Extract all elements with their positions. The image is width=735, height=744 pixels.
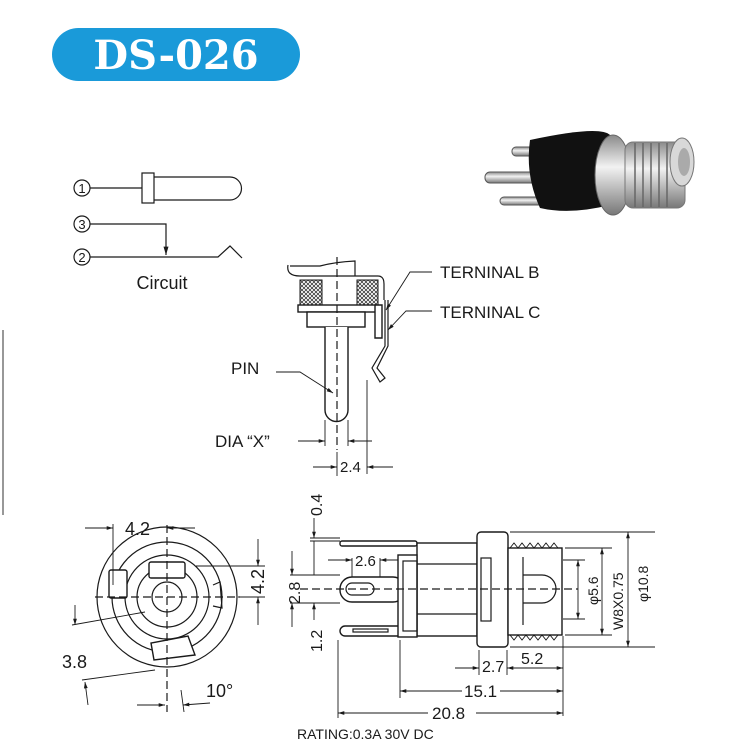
dim-2-4: 2.4 [340,459,361,476]
dim-phi-10-8: φ10.8 [635,565,651,602]
circuit-pin-2: 2 [78,250,85,265]
terminal-c-label: TERNINAL C [440,303,540,322]
model-title: DS-026 [93,32,258,79]
circuit-label: Circuit [136,273,187,293]
front-dim-right: 4.2 [248,569,268,594]
front-dim-top: 4.2 [125,519,150,539]
front-view-drawing: 4.2 4.2 3.8 10° [62,519,268,713]
dim-2-7: 2.7 [482,659,504,676]
product-photo [484,131,695,216]
title-badge: DS-026 [52,28,300,81]
dim-2-8: 2.8 [287,582,304,604]
circuit-pin-3: 3 [78,217,85,232]
profile-view-drawing: 0.4 2.8 1.2 2.6 φ5.6 W8X0.75 φ10.8 [287,494,655,723]
dim-20-8: 20.8 [432,704,465,723]
circuit-pin-1: 1 [78,181,85,196]
dim-15-1: 15.1 [464,682,497,701]
pin-label: PIN [231,359,259,378]
front-dim-left: 3.8 [62,652,87,672]
dim-0-4: 0.4 [309,494,326,516]
dim-thread: W8X0.75 [610,572,626,630]
side-view-drawing: TERNINAL B TERNINAL C PIN DIA “X” 2.4 [215,257,540,476]
dim-5-2: 5.2 [521,651,543,668]
circuit-diagram: 1 3 2 Circuit [73,172,243,293]
terminal-b-label: TERNINAL B [440,263,540,282]
dim-phi-5-6: φ5.6 [585,576,601,605]
dim-2-6: 2.6 [355,553,376,570]
front-angle: 10° [206,681,233,701]
dia-x-label: DIA “X” [215,432,270,451]
dim-1-2: 1.2 [309,630,326,652]
rating-text: RATING:0.3A 30V DC [297,726,434,742]
